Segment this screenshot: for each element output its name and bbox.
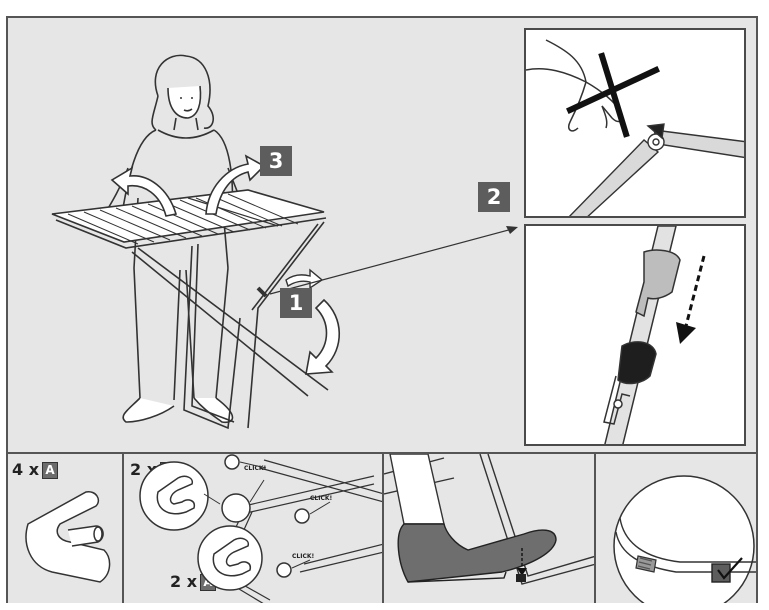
click-label-3: CLICK!: [292, 553, 314, 560]
click-label-1: CLICK!: [244, 465, 266, 472]
quantity-label: 4 x: [12, 460, 40, 479]
slide-lock-panel: [524, 224, 746, 446]
cap-placement-illustration: CLICK! CLICK! CLICK!: [139, 454, 382, 603]
pointer-arrowhead: [506, 226, 518, 234]
slide-lock-illustration: [603, 226, 706, 444]
hinge-warning-illustration: [526, 39, 744, 216]
foot-cap-illustration: [613, 475, 756, 603]
shoe: [397, 523, 557, 583]
instruction-sheet: 3 1 2: [6, 16, 758, 603]
drying-rack: [51, 189, 329, 430]
foot-press-illustration: [384, 454, 594, 585]
part-letter-badge: A: [42, 462, 59, 479]
hinge-bars: [568, 123, 744, 216]
fold-arrow-large: [305, 298, 341, 375]
click-label-2: CLICK!: [310, 495, 332, 502]
cap-placement-panel: 2 xA 2 xA: [124, 452, 384, 603]
slide-down-arrow: [684, 255, 706, 327]
warning-hinge-panel: [524, 28, 746, 218]
pointer-line: [269, 227, 517, 295]
foot-lock-panel: [384, 452, 596, 603]
step-1-badge: 1: [280, 288, 312, 318]
foot-cap-panel: [596, 452, 756, 603]
step-3-badge: 3: [260, 146, 292, 176]
fold-arrow-small: [285, 268, 324, 290]
quantity-label: 2 x: [170, 572, 198, 591]
end-cap-illustration: [25, 491, 111, 583]
step-2-badge: 2: [478, 182, 510, 212]
cross-mark: [566, 52, 660, 138]
main-illustration: [51, 54, 518, 430]
